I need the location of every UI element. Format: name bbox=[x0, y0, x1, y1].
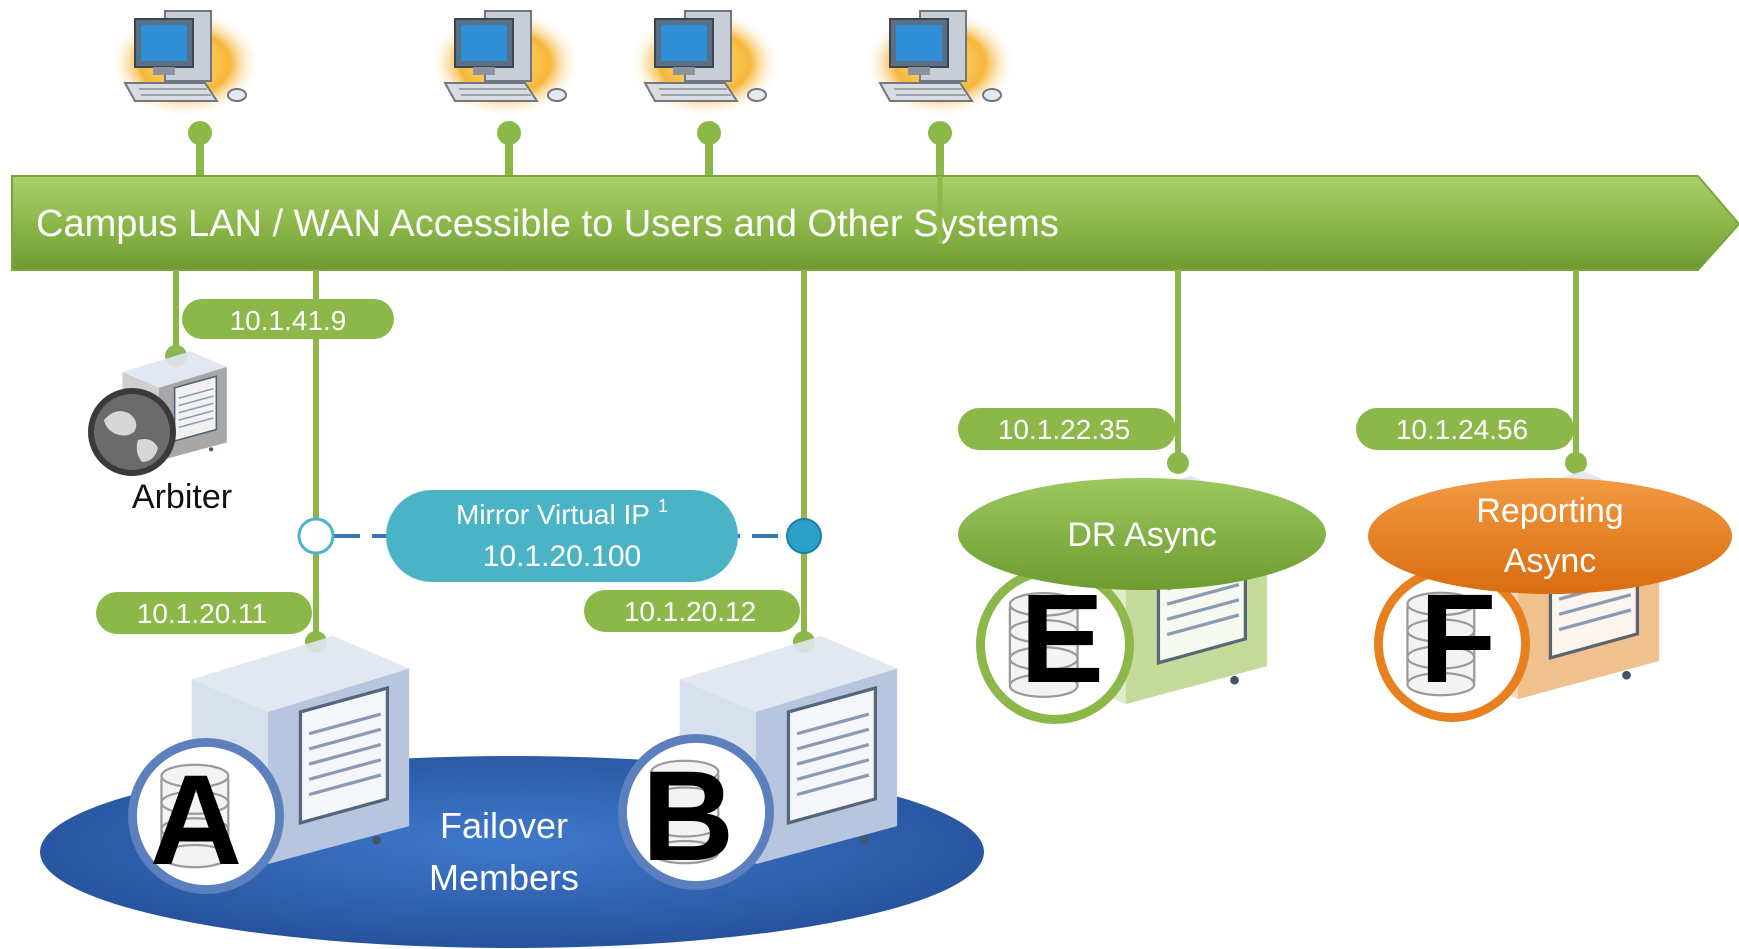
arbiter-server-globe-icon bbox=[88, 350, 228, 476]
member-e-db-badge: E bbox=[981, 568, 1130, 719]
workstation-computer-icon bbox=[863, 8, 1017, 118]
member-e-letter: E bbox=[1020, 568, 1104, 709]
member-b-ip: 10.1.20.12 bbox=[624, 596, 756, 627]
mirror-vip-line1: Mirror Virtual IP 1 bbox=[456, 496, 668, 530]
arbiter-ip-tag: 10.1.41.9 bbox=[182, 299, 394, 339]
member-a-ip: 10.1.20.11 bbox=[137, 598, 267, 629]
workstation-computer-icon bbox=[108, 8, 262, 118]
arbiter: 10.1.41.9 Arbiter bbox=[88, 299, 394, 516]
reporting-async-label-line2: Async bbox=[1504, 542, 1597, 580]
dr-async-label: DR Async bbox=[1067, 516, 1216, 554]
workstation-computer-icon bbox=[628, 8, 782, 118]
lan-banner-arrow bbox=[11, 175, 1739, 271]
reporting-async-label-line1: Reporting bbox=[1476, 492, 1623, 530]
mirror-vip-address: 10.1.20.100 bbox=[483, 540, 641, 573]
member-a-ip-tag: 10.1.20.11 bbox=[96, 592, 312, 634]
member-f: F Reporting Async 10.1.24.56 bbox=[1356, 408, 1732, 718]
failover-label-line2: Members bbox=[429, 857, 579, 898]
member-a: A 10.1.20.11 bbox=[96, 592, 411, 892]
mirror-vip: Mirror Virtual IP 1 10.1.20.100 bbox=[297, 490, 822, 582]
mirror-vip-pill bbox=[386, 490, 738, 582]
member-e: E DR Async 10.1.22.35 bbox=[958, 408, 1326, 719]
member-f-letter: F bbox=[1420, 568, 1497, 709]
mirror-vip-title: Mirror Virtual IP bbox=[456, 499, 650, 530]
workstation-connectors bbox=[188, 121, 952, 180]
arbiter-ip: 10.1.41.9 bbox=[230, 305, 347, 336]
workstations bbox=[108, 8, 1017, 118]
mirror-vip-filled-node bbox=[786, 518, 822, 554]
member-b: B 10.1.20.12 bbox=[584, 590, 899, 888]
member-f-ip: 10.1.24.56 bbox=[1396, 414, 1528, 445]
dr-async-oval bbox=[958, 478, 1326, 590]
member-a-letter: A bbox=[150, 749, 242, 892]
workstation-computer-icon bbox=[428, 8, 582, 118]
member-f-ip-tag: 10.1.24.56 bbox=[1356, 408, 1574, 450]
member-b-letter: B bbox=[642, 745, 734, 888]
lan-banner: Campus LAN / WAN Accessible to Users and… bbox=[11, 175, 1739, 271]
member-e-ip: 10.1.22.35 bbox=[998, 414, 1130, 445]
lan-banner-label: Campus LAN / WAN Accessible to Users and… bbox=[36, 203, 1059, 245]
member-e-ip-tag: 10.1.22.35 bbox=[958, 408, 1176, 450]
mirror-vip-open-node bbox=[297, 517, 335, 555]
member-b-ip-tag: 10.1.20.12 bbox=[584, 590, 800, 632]
failover-label-line1: Failover bbox=[440, 805, 568, 846]
member-f-db-badge: F bbox=[1378, 568, 1525, 718]
member-b-db-badge: B bbox=[622, 738, 769, 888]
mirror-vip-superscript: 1 bbox=[658, 496, 668, 516]
arbiter-label: Arbiter bbox=[132, 478, 232, 516]
member-a-db-badge: A bbox=[132, 742, 279, 892]
reporting-async-oval bbox=[1368, 478, 1732, 594]
